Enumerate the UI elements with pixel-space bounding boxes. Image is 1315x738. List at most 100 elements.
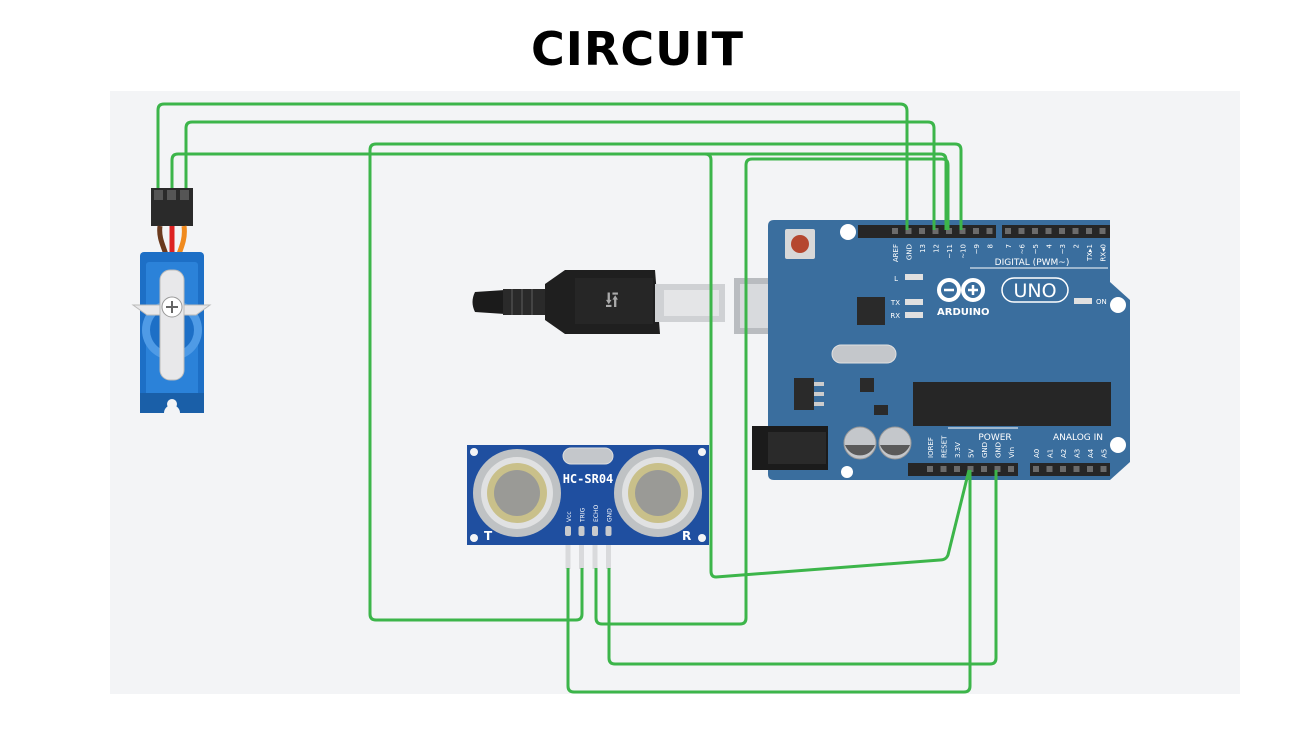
sensor-pin-leg[interactable] (579, 545, 584, 569)
pin-hole[interactable] (1060, 466, 1066, 472)
pin-hole[interactable] (1059, 228, 1065, 234)
pin-label: A3 (1074, 449, 1082, 458)
pin-label: 7 (1005, 244, 1013, 248)
pin-label: IOREF (927, 437, 935, 458)
pin-hole[interactable] (927, 466, 933, 472)
sensor-t-label: T (484, 529, 493, 543)
servo-motor[interactable] (131, 188, 212, 413)
pin-label: 3.3V (954, 442, 962, 458)
pin-hole[interactable] (1032, 228, 1038, 234)
pin-label: AREF (892, 244, 900, 262)
pin-hole[interactable] (919, 228, 925, 234)
pin-hole[interactable] (959, 228, 966, 234)
sensor-pin-label: Vcc (566, 511, 573, 522)
pin-label: 5V (968, 449, 976, 458)
pin-label: 2 (1073, 244, 1081, 248)
sensor-pin-label: ECHO (593, 505, 600, 522)
pin-label: A2 (1060, 449, 1068, 458)
wire-servo-5v[interactable] (184, 120, 936, 230)
sensor-pin-pad (578, 526, 585, 536)
pin-hole[interactable] (1033, 466, 1039, 472)
sensor-pin-pad (592, 526, 598, 536)
pin-label: TX▸1 (1086, 244, 1094, 262)
led-tx-label: TX (890, 299, 900, 307)
pin-hole[interactable] (1005, 228, 1011, 234)
pin-hole[interactable] (1045, 228, 1052, 234)
sensor-pin-pad (605, 526, 612, 536)
pin-hole[interactable] (932, 228, 939, 234)
pin-label: GND (995, 442, 1003, 458)
digital-header-label: DIGITAL (PWM~) (995, 258, 1070, 268)
pin-hole[interactable] (892, 228, 898, 234)
pin-label: A4 (1087, 448, 1095, 458)
sensor-pin-pad (565, 526, 571, 536)
sensor-pin-label: GND (607, 508, 614, 522)
pin-hole[interactable] (981, 466, 987, 472)
pin-hole[interactable] (1087, 466, 1093, 472)
pin-hole[interactable] (1086, 228, 1092, 234)
pin-label: ~5 (1032, 244, 1040, 254)
pin-hole[interactable] (1008, 466, 1014, 472)
led-l-label: L (894, 275, 898, 283)
sensor-pin-leg[interactable] (592, 545, 598, 569)
led-on-label: ON (1096, 298, 1107, 306)
pin-label: A0 (1033, 449, 1041, 458)
sensor-pins: Vcc TRIG ECHO GND (565, 505, 614, 569)
usb-symbol-icon: ⭿ (605, 289, 619, 314)
pin-hole[interactable] (1100, 466, 1107, 472)
pin-hole[interactable] (1072, 228, 1079, 234)
pin-hole[interactable] (967, 466, 974, 472)
arduino-model-label: UNO (1013, 280, 1056, 302)
receiver-icon (614, 449, 702, 537)
arduino-logo-icon (937, 278, 985, 302)
pin-hole[interactable] (946, 228, 952, 234)
pin-label: A1 (1047, 449, 1055, 458)
sensor-r-label: R (682, 529, 691, 543)
pin-hole[interactable] (994, 466, 1001, 472)
pin-label: RX◂0 (1100, 244, 1108, 262)
pin-label: 4 (1046, 243, 1054, 248)
pin-label: ~9 (973, 244, 981, 254)
pin-label: RESET (941, 435, 949, 458)
pin-label: 13 (919, 244, 927, 253)
power-header-label: POWER (978, 433, 1011, 443)
pin-label: 8 (987, 244, 995, 248)
pin-label: Vin (1008, 447, 1016, 458)
wire-gnd-to-gnd[interactable] (607, 470, 998, 666)
analog-header-label: ANALOG IN (1053, 433, 1103, 443)
wire-trig-to-10[interactable] (368, 142, 963, 622)
pin-hole[interactable] (940, 466, 947, 472)
pin-hole[interactable] (1046, 466, 1053, 472)
pin-hole[interactable] (986, 228, 993, 234)
page-title: CIRCUIT (531, 22, 744, 76)
pin-label: GND (906, 244, 914, 260)
pin-hole[interactable] (905, 228, 912, 234)
pin-hole[interactable] (1099, 228, 1106, 234)
sensor-pin-leg[interactable] (606, 545, 611, 569)
led-rx-label: RX (890, 312, 900, 320)
sensor-pin-leg[interactable] (565, 545, 571, 569)
pin-label: 12 (933, 244, 941, 253)
pin-hole[interactable] (954, 466, 960, 472)
wire-vcc-to-5v[interactable] (566, 470, 972, 694)
wire-servo-gnd[interactable] (156, 102, 909, 230)
pin-hole[interactable] (1018, 228, 1025, 234)
pin-label: ~6 (1019, 243, 1027, 254)
wire-servo-signal[interactable] (170, 152, 948, 230)
wire-5v-loop[interactable] (704, 152, 971, 579)
pin-label: ~10 (960, 244, 968, 259)
arduino-brand-label: ARDUINO (937, 307, 989, 318)
transmitter-icon (473, 449, 561, 537)
pin-hole[interactable] (1073, 466, 1080, 472)
pin-label: ~3 (1059, 244, 1067, 254)
wire-echo-to-11[interactable] (594, 157, 950, 626)
sensor-pin-label: TRIG (580, 507, 587, 523)
pin-hole[interactable] (973, 228, 979, 234)
analog-pin-holes: A0 A1 A2 A3 A4 A5 (1033, 448, 1109, 472)
pin-label: A5 (1101, 449, 1109, 458)
